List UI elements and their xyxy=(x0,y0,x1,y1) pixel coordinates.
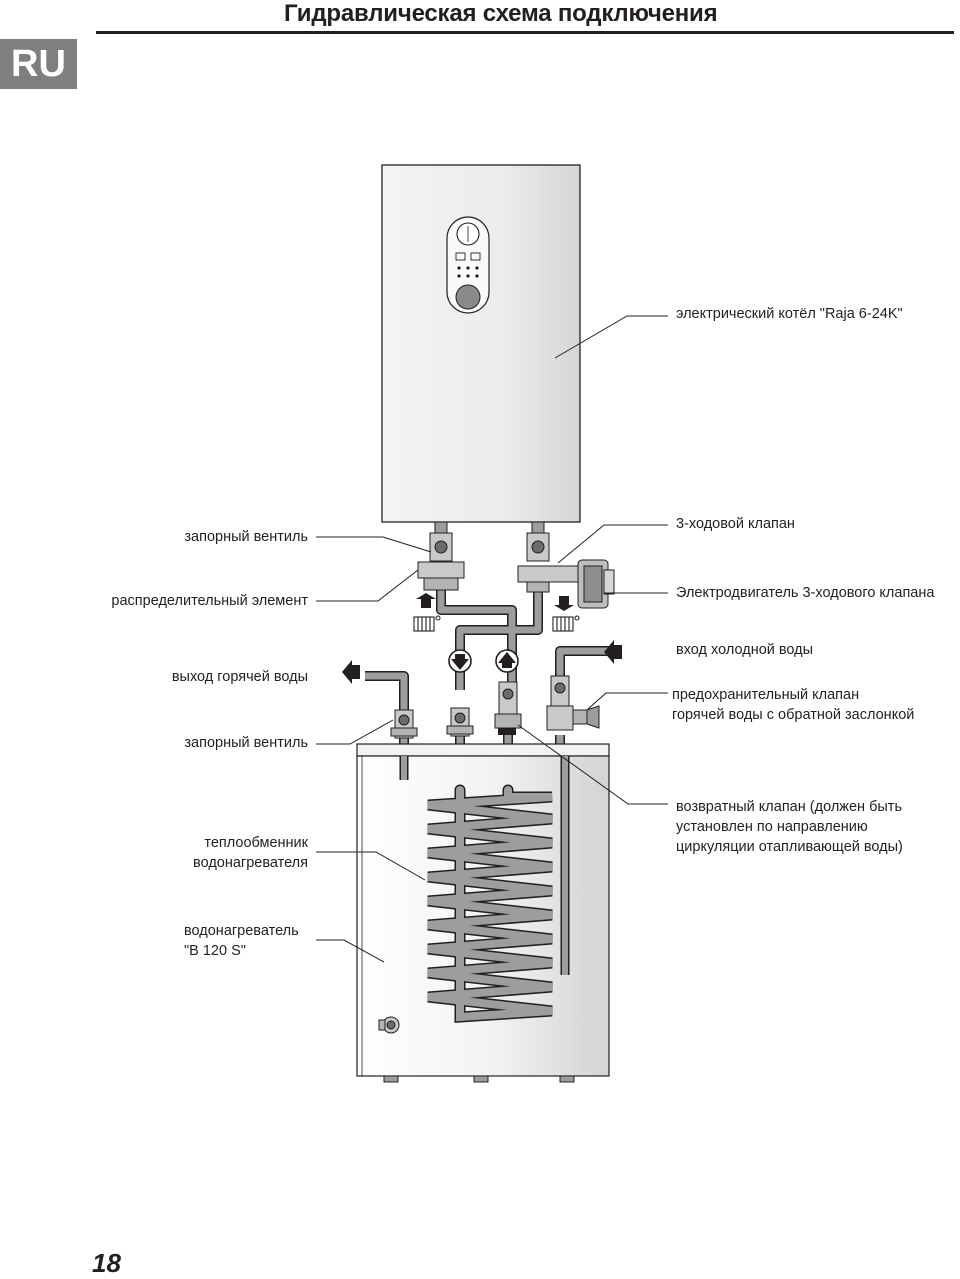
cold-water-in-arrow-icon xyxy=(604,640,622,664)
three-way-valve-motor xyxy=(577,559,615,609)
flow-up-circle-icon xyxy=(495,649,519,673)
water-heater-tank xyxy=(356,743,610,1083)
three-way-valve xyxy=(517,521,579,593)
flow-down-circle-icon xyxy=(448,649,472,673)
label-shutoff-valve-top: запорный вентиль xyxy=(184,529,308,545)
leader-lines xyxy=(316,315,668,963)
safety-valve xyxy=(546,675,600,731)
title-rule xyxy=(96,31,954,34)
shutoff-valve-hot-water xyxy=(390,709,418,739)
label-check-valve-line1: возвратный клапан (должен быть xyxy=(676,799,903,815)
check-valve xyxy=(494,681,522,729)
label-water-heater-line2: "B 120 S" xyxy=(184,943,246,959)
label-hot-water-out: выход горячей воды xyxy=(171,669,308,685)
radiator-symbol-left-icon xyxy=(413,615,441,632)
label-heat-exchanger-line2: водонагревателя xyxy=(193,855,308,871)
label-safety-valve-line2: горячей воды с обратной заслонкой xyxy=(672,707,915,723)
flow-arrow-down-icon xyxy=(554,596,574,611)
radiator-symbol-right-icon xyxy=(552,615,580,632)
language-badge: RU xyxy=(0,39,77,89)
label-check-valve-line3: циркуляции отапливающей воды) xyxy=(676,839,903,855)
control-panel xyxy=(446,216,490,314)
page-title: Гидравлическая схема подключения xyxy=(284,0,718,27)
label-distribution-element: распределительный элемент xyxy=(111,593,308,609)
label-cold-water-in: вход холодной воды xyxy=(676,642,814,658)
label-three-way-motor: Электродвигатель 3-ходового клапана xyxy=(676,585,935,601)
heat-exchanger-coil xyxy=(427,784,553,1023)
power-knob xyxy=(455,284,481,310)
label-safety-valve-line1: предохранительный клапан xyxy=(672,687,860,703)
label-check-valve-line2: установлен по направлению xyxy=(676,819,868,835)
drain-valve-icon xyxy=(378,1016,400,1034)
label-three-way-valve: 3-ходовой клапан xyxy=(676,516,795,532)
label-heat-exchanger-line1: теплообменник xyxy=(204,835,308,851)
label-boiler: электрический котёл "Raja 6-24K" xyxy=(676,306,903,322)
page-number: 18 xyxy=(92,1248,121,1278)
flow-arrow-up-icon xyxy=(416,593,436,608)
shutoff-valve-return xyxy=(446,707,474,737)
label-shutoff-valve-bottom: запорный вентиль xyxy=(184,735,308,751)
tank-inner-pipes xyxy=(399,756,570,975)
hot-water-out-arrow-icon xyxy=(342,660,360,684)
boiler xyxy=(381,164,581,523)
shutoff-valve-left xyxy=(417,521,465,591)
label-water-heater-line1: водонагреватель xyxy=(184,923,299,939)
